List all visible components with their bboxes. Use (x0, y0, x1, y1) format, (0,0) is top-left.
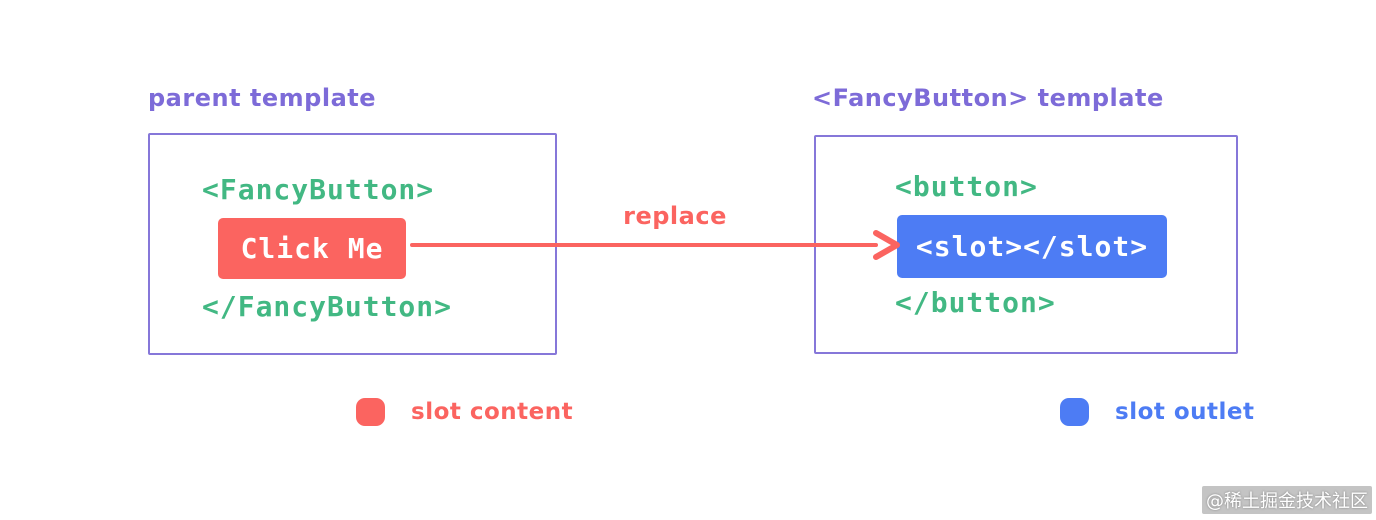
replace-arrow-head-icon (873, 230, 900, 260)
legend-slot-content: slot content (356, 398, 573, 426)
code-button-close-tag: </button> (895, 286, 1056, 319)
legend-slot-outlet: slot outlet (1060, 398, 1255, 426)
code-fancybutton-open-tag: <FancyButton> (202, 173, 435, 206)
code-fancybutton-close-tag: </FancyButton> (202, 290, 453, 323)
legend-slot-content-label: slot content (411, 399, 574, 425)
code-button-open-tag: <button> (895, 170, 1038, 203)
watermark: @稀土掘金技术社区 (1202, 486, 1372, 514)
replace-label: replace (623, 202, 727, 230)
slot-outlet-box: <slot></slot> (897, 215, 1167, 278)
click-me-button: Click Me (218, 218, 406, 279)
slot-outlet-swatch-icon (1060, 398, 1089, 426)
legend-slot-outlet-label: slot outlet (1115, 399, 1255, 425)
parent-template-title: parent template (148, 84, 377, 112)
replace-arrow-line (410, 243, 878, 247)
fancybutton-template-title: <FancyButton> template (812, 84, 1164, 112)
slot-content-swatch-icon (356, 398, 385, 426)
